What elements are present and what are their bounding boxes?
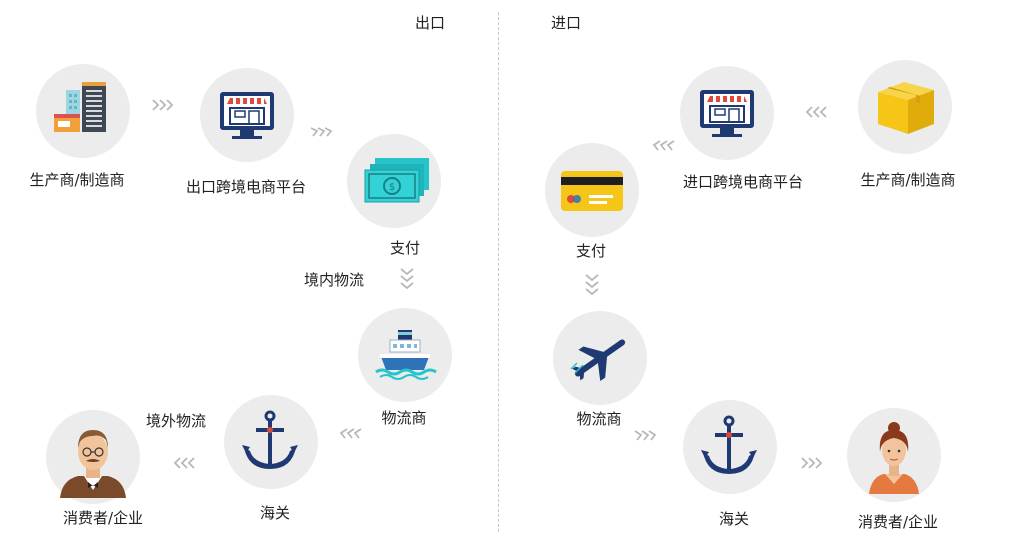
- export-payment-label: 支付: [389, 239, 421, 257]
- import-consumer-node: [847, 408, 941, 502]
- import-customs-label: 海关: [718, 510, 750, 528]
- storefront-monitor-icon: [700, 90, 754, 137]
- export-arrow-5: [170, 455, 196, 471]
- import-arrow-2: [650, 137, 676, 155]
- export-heading: 出口: [415, 14, 446, 32]
- cargo-ship-icon: [375, 330, 437, 380]
- export-overseas-logistics-label: 境外物流: [146, 412, 207, 430]
- export-logistics-label: 物流商: [381, 409, 427, 427]
- export-platform-label: 出口跨境电商平台: [185, 178, 307, 196]
- svg-text:$: $: [389, 182, 395, 193]
- export-domestic-logistics-label: 境内物流: [304, 271, 365, 289]
- export-manufacturer-node: [36, 64, 130, 158]
- import-arrow-4: [633, 427, 659, 445]
- package-box-icon: [878, 82, 934, 134]
- banknotes-icon: $: [364, 158, 429, 203]
- export-customs-node: [224, 395, 318, 489]
- storefront-monitor-icon: [220, 92, 274, 139]
- import-payment-node: [545, 143, 639, 237]
- import-consumer-label: 消费者/企业: [857, 513, 939, 531]
- import-heading: 进口: [551, 14, 582, 32]
- import-manufacturer-node: [858, 60, 952, 154]
- export-payment-node: $: [347, 134, 441, 228]
- businessman-avatar-icon: [60, 430, 126, 498]
- import-arrow-3: [583, 272, 601, 298]
- section-divider: [498, 12, 499, 532]
- import-platform-label: 进口跨境电商平台: [682, 173, 804, 191]
- export-platform-node: [200, 68, 294, 162]
- import-payment-label: 支付: [575, 242, 607, 260]
- export-arrow-1: [151, 97, 177, 113]
- import-platform-node: [680, 66, 774, 160]
- export-consumer-label: 消费者/企业: [62, 509, 144, 527]
- import-arrow-1: [802, 104, 828, 120]
- export-logistics-node: [358, 308, 452, 402]
- import-arrow-5: [800, 455, 826, 471]
- import-customs-node: [683, 400, 777, 494]
- export-customs-label: 海关: [259, 504, 291, 522]
- export-arrow-4: [337, 425, 363, 443]
- import-logistics-label: 物流商: [576, 410, 622, 428]
- export-consumer-node: [46, 410, 140, 504]
- import-logistics-node: [553, 311, 647, 405]
- anchor-icon: [701, 415, 757, 474]
- anchor-icon: [242, 410, 298, 469]
- export-arrow-2: [309, 124, 335, 142]
- credit-card-icon: [561, 171, 623, 211]
- airplane-icon: [570, 339, 626, 382]
- building-icon: [54, 82, 106, 132]
- import-manufacturer-label: 生产商/制造商: [860, 171, 956, 189]
- export-manufacturer-label: 生产商/制造商: [29, 171, 125, 189]
- export-arrow-3: [398, 266, 416, 292]
- woman-avatar-icon: [869, 422, 919, 494]
